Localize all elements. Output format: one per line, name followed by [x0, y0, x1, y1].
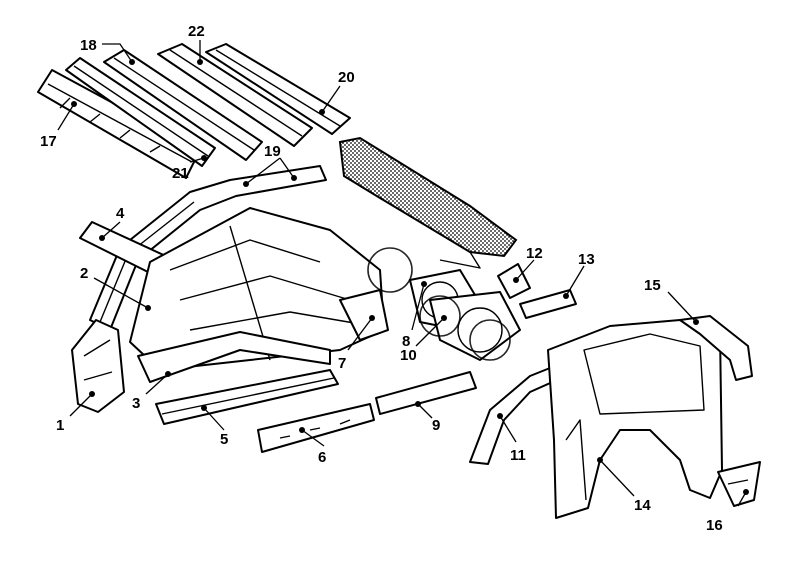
- callout-5: 5: [220, 431, 228, 448]
- callout-10: 10: [400, 347, 417, 364]
- callout-16: 16: [706, 517, 723, 534]
- side-member-9: [375, 371, 477, 415]
- callout-12: 12: [526, 245, 543, 262]
- rear-shelf-panel: [338, 136, 518, 269]
- callout-1: 1: [56, 417, 64, 434]
- leader-lines: [57, 40, 749, 507]
- callout-18: 18: [80, 37, 97, 54]
- rocker-reinforcement-6: [257, 403, 375, 453]
- callout-20: 20: [338, 69, 355, 86]
- callout-9: 9: [432, 417, 440, 434]
- roof-bow-22: [157, 43, 313, 147]
- bracket-16: [717, 461, 761, 507]
- callout-13: 13: [578, 251, 595, 268]
- callout-6: 6: [318, 449, 326, 466]
- side-sill-5: [155, 369, 339, 425]
- callout-labels: 1 2 3 4 5 6 7 8 9 10 11 12 13 14 15 16 1…: [40, 23, 723, 534]
- front-pillar: [71, 319, 125, 413]
- callout-21: 21: [172, 165, 189, 182]
- callout-4: 4: [116, 205, 125, 222]
- roof-bow-21: [65, 57, 216, 167]
- callout-22: 22: [188, 23, 205, 40]
- rail-13: [519, 289, 577, 319]
- upper-trim-15: [679, 315, 753, 381]
- roof-bow-18: [103, 49, 263, 161]
- callout-8: 8: [402, 333, 410, 350]
- callout-7: 7: [338, 355, 346, 372]
- callout-11: 11: [510, 447, 526, 464]
- callout-2: 2: [80, 265, 88, 282]
- floor-rear-7: [339, 289, 389, 341]
- callout-14: 14: [634, 497, 651, 514]
- watermark-outline: [367, 247, 511, 361]
- quarter-panel-14: [547, 319, 723, 519]
- callout-19: 19: [264, 143, 281, 160]
- floor-member-3: [137, 331, 331, 383]
- callout-15: 15: [644, 277, 661, 294]
- callout-17: 17: [40, 133, 57, 150]
- callout-3: 3: [132, 395, 140, 412]
